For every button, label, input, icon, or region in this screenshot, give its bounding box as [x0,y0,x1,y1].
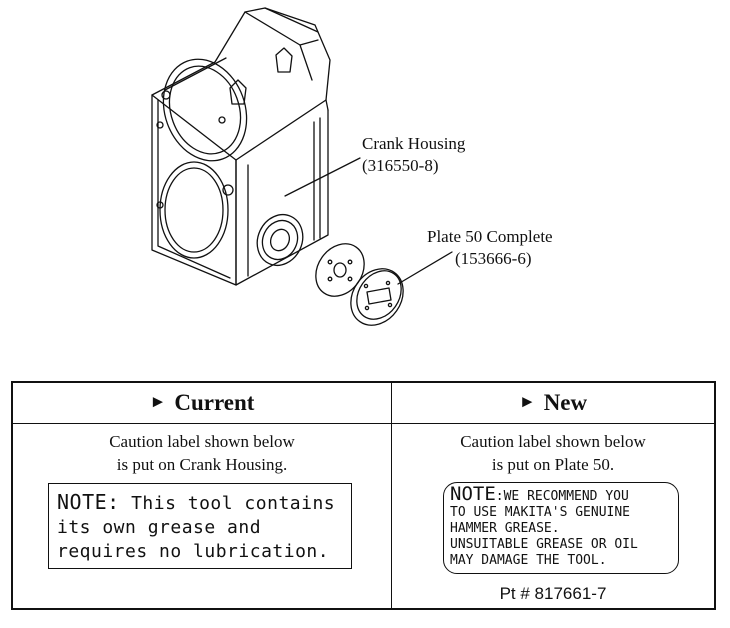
right-arrow-icon: ► [149,392,167,411]
new-label-part-number: Pt # 817661-7 [499,584,607,603]
current-label-text: This tool contains [131,493,336,514]
current-caution-label: NOTE: This tool contains its own grease … [48,483,352,569]
right-arrow-icon: ► [518,392,536,411]
plate-part-number: (153666-6) [455,249,532,268]
plate-callout: Plate 50 Complete (153666-6) [427,226,553,270]
current-label-line: its own grease and [57,517,262,538]
current-header-label: Current [174,390,255,415]
new-label-line: HAMMER GREASE. [450,521,560,536]
note-word: NOTE [450,483,496,505]
current-header: ► Current [13,383,391,424]
exploded-view-drawing [151,7,453,326]
comparison-table: ► Current Caution label shown below is p… [11,381,716,610]
crank-housing-leader [284,157,361,197]
plate-50-drawing [350,268,404,326]
new-label-text: :WE RECOMMEND YOU [495,489,629,504]
new-header-label: New [543,390,588,415]
plate-name: Plate 50 Complete [427,227,553,246]
new-desc-line: is put on Plate 50. [491,455,615,474]
new-label-line: NOTE:WE RECOMMEND YOU [450,483,672,505]
current-desc-line: is put on Crank Housing. [116,455,288,474]
crank-housing-callout: Crank Housing (316550-8) [362,133,465,177]
new-caution-label: NOTE:WE RECOMMEND YOU TO USE MAKITA'S GE… [443,482,679,574]
crank-housing-part-number: (316550-8) [362,156,439,175]
current-label-line: requires no lubrication. [57,541,330,562]
current-description: Caution label shown below is put on Cran… [13,430,391,476]
current-label-line: NOTE: This tool contains [57,490,343,516]
plate-leader [397,251,453,285]
new-column: ► New Caution label shown below is put o… [391,383,714,608]
new-description: Caution label shown below is put on Plat… [392,430,714,476]
current-column: ► Current Caution label shown below is p… [13,383,391,608]
new-label-line: TO USE MAKITA'S GENUINE [450,505,631,520]
new-header: ► New [392,383,714,424]
new-label-line: UNSUITABLE GREASE OR OIL [450,537,638,552]
new-desc-line: Caution label shown below [460,432,646,451]
current-desc-line: Caution label shown below [109,432,295,451]
crank-housing-name: Crank Housing [362,134,466,153]
new-label-line: MAY DAMAGE THE TOOL. [450,553,607,568]
gasket-drawing [315,243,365,297]
crank-housing-drawing [151,7,331,286]
note-word: NOTE: [57,490,120,514]
